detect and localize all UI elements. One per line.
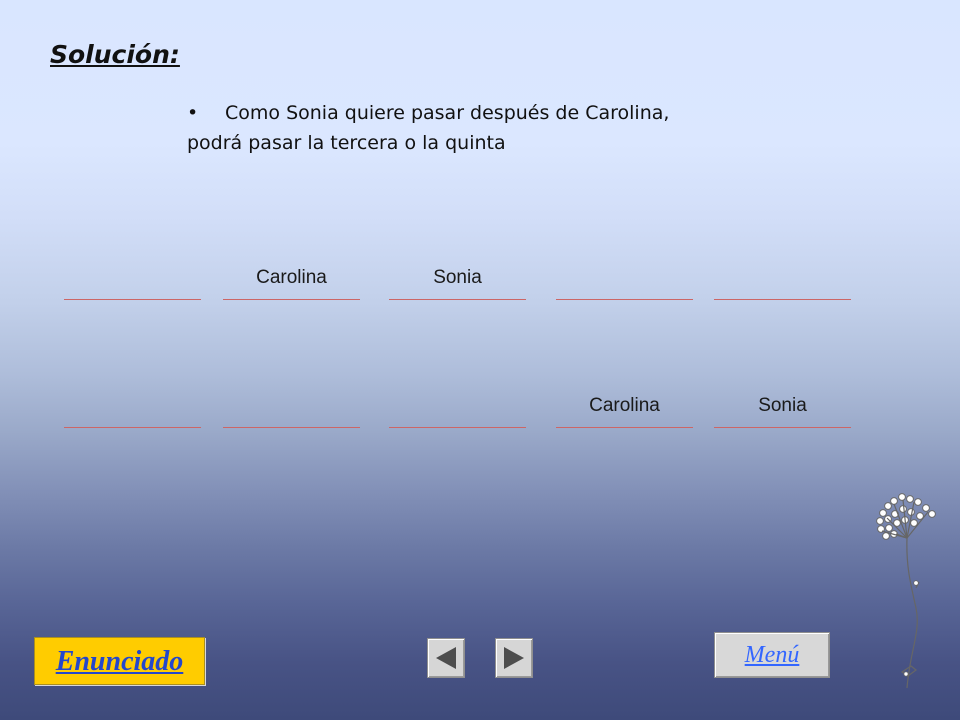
enunciado-button[interactable]: Enunciado [34, 637, 205, 685]
row2-slot-2 [223, 392, 360, 428]
row1-slot-4 [556, 264, 693, 300]
previous-button[interactable] [427, 638, 465, 678]
row1-slot-3: Sonia [389, 264, 526, 300]
row1-slot-2: Carolina [223, 264, 360, 300]
row2-slot-1 [64, 392, 201, 428]
row2-slot-3 [389, 392, 526, 428]
right-triangle-icon [504, 647, 524, 669]
bullet-marker: • [187, 102, 199, 124]
page-title: Solución: [50, 40, 180, 69]
row2-slot-5: Sonia [714, 392, 851, 428]
row1-slot-1 [64, 264, 201, 300]
flower-illustration [876, 493, 936, 689]
bullet-line-1: • Como Sonia quiere pasar después de Caro… [187, 98, 807, 128]
row2-slot-4: Carolina [556, 392, 693, 428]
bullet-line-1-text: Como Sonia quiere pasar después de Carol… [225, 102, 670, 124]
left-triangle-icon [436, 647, 456, 669]
next-button[interactable] [495, 638, 533, 678]
bullet-line-2: podrá pasar la tercera o la quinta [187, 132, 506, 154]
menu-button[interactable]: Menú [714, 632, 830, 678]
bullet-text-block: • Como Sonia quiere pasar después de Caro… [187, 98, 807, 158]
row1-slot-5 [714, 264, 851, 300]
